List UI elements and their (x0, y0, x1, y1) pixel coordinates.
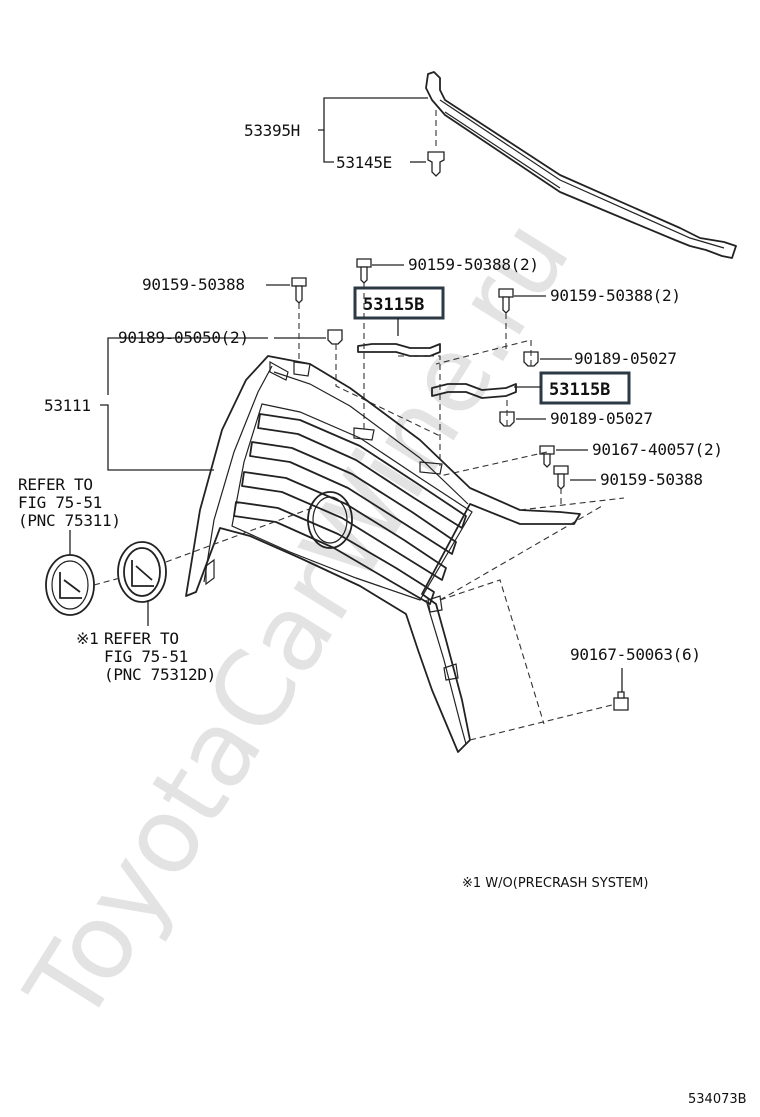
screw-bottom (613, 691, 629, 711)
bolt-right (498, 288, 514, 314)
emblem-front (45, 554, 95, 616)
label-clip-right-upper: 90189-05027 (574, 349, 677, 368)
label-53111: 53111 (44, 396, 91, 415)
highlight-box-upper (353, 286, 445, 320)
label-bolt-right: 90159-50388(2) (550, 286, 681, 305)
screw-right (539, 445, 555, 468)
diagram-id: 534073B (688, 1092, 747, 1107)
ref2-line3: (PNC 75312D) (104, 665, 216, 684)
label-clip-right-lower: 90189-05027 (550, 409, 653, 428)
label-screw-bottom: 90167-50063(6) (570, 645, 701, 664)
label-clip-left: 90189-05050(2) (118, 328, 249, 347)
label-bolt-lower-right: 90159-50388 (600, 470, 703, 489)
label-bolt-left: 90159-50388 (142, 275, 245, 294)
bracket-53115b-upper (357, 343, 441, 357)
label-bolt-top: 90159-50388(2) (408, 255, 539, 274)
label-53395h: 53395H (244, 121, 300, 140)
bolt-top (356, 258, 372, 284)
label-screw-right: 90167-40057(2) (592, 440, 723, 459)
clip-right-lower (499, 411, 515, 427)
ref1-line2: FIG 75-51 (18, 493, 102, 512)
clip-left (327, 329, 343, 345)
upper-molding (425, 71, 737, 259)
emblem-rear (117, 541, 167, 603)
label-53115b-upper: 53115B (363, 295, 424, 315)
label-53145e: 53145E (336, 153, 392, 172)
ref1-line1: REFER TO (18, 475, 93, 494)
label-53115b-lower: 53115B (549, 380, 610, 400)
ref2-mark: ※1 (76, 629, 98, 648)
bracket-53115b-lower (431, 383, 517, 399)
ref1-line3: (PNC 75311) (18, 511, 121, 530)
bolt-left (291, 277, 307, 304)
ref2-line1: REFER TO (104, 629, 179, 648)
clip-53145e (427, 151, 445, 177)
highlight-box-lower (539, 371, 631, 405)
ref2-line2: FIG 75-51 (104, 647, 188, 666)
watermark: ToyotaCarWine.ru (2, 199, 593, 1044)
bolt-lower-right (553, 465, 569, 490)
clip-right-upper (523, 351, 539, 367)
footnote: ※1 W/O(PRECRASH SYSTEM) (462, 876, 648, 891)
radiator-grille (185, 355, 581, 753)
